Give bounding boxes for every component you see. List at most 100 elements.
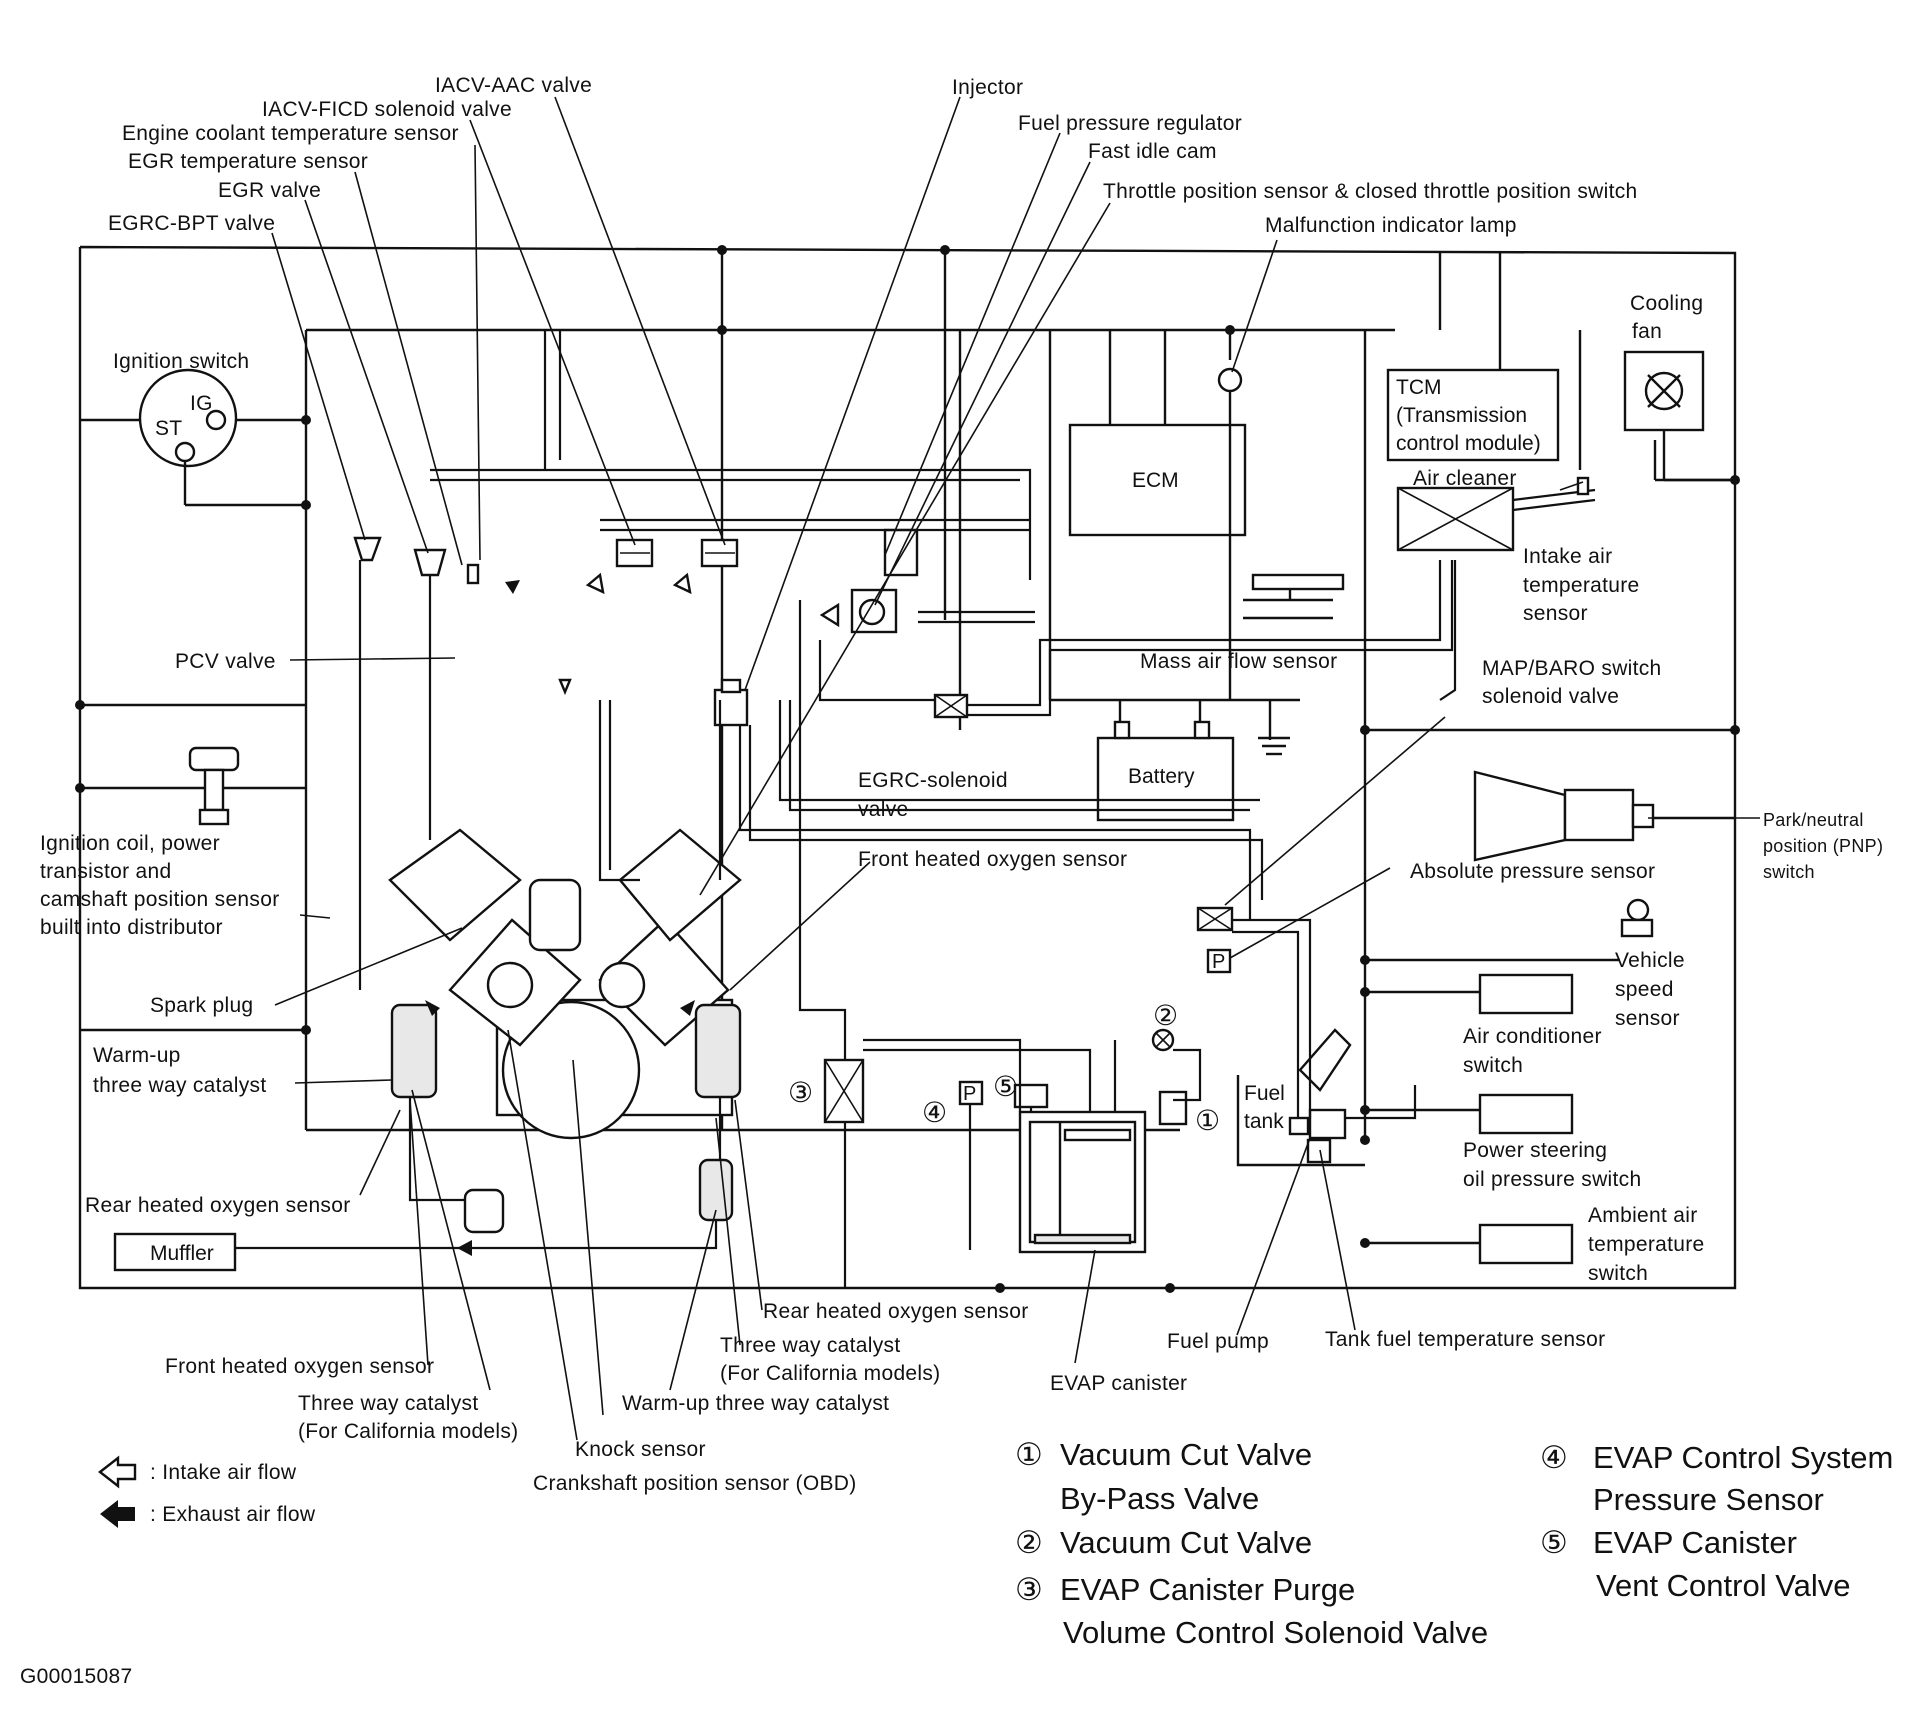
legend-1-line2: By-Pass Valve <box>1060 1481 1259 1516</box>
tcm-box: TCM (Transmission control module) <box>1386 368 1560 462</box>
evap-canister <box>1018 1110 1147 1254</box>
label-warm-up-catalyst-left-line2: three way catalyst <box>93 1074 266 1097</box>
tcm-label-line1: TCM <box>1396 376 1442 399</box>
battery: Battery <box>1096 720 1290 822</box>
label-ignition-switch: Ignition switch <box>113 350 249 373</box>
label-intake-air-temp-line3: sensor <box>1523 602 1588 625</box>
ecm-label: ECM <box>1132 469 1179 492</box>
label-power-steering-line1: Power steering <box>1463 1139 1607 1162</box>
label-intake-air-temp-line2: temperature <box>1523 574 1640 597</box>
label-pcv-valve: PCV valve <box>175 650 276 673</box>
flow-arrows <box>425 572 840 1256</box>
svg-text:P: P <box>963 1083 976 1105</box>
label-pnp-line1: Park/neutral <box>1763 810 1864 830</box>
legend-5-line2: Vent Control Valve <box>1596 1568 1850 1603</box>
label-egrc-solenoid-line2: valve <box>858 798 909 821</box>
label-fuel-pressure-regulator: Fuel pressure regulator <box>1018 112 1242 135</box>
label-engine-coolant-temperature-sensor: Engine coolant temperature sensor <box>122 122 459 145</box>
label-knock-sensor: Knock sensor <box>575 1438 706 1461</box>
malfunction-indicator-lamp <box>1217 367 1243 700</box>
ignition-switch: IG ST <box>138 368 238 505</box>
air-cleaner <box>1396 476 1596 552</box>
diagram-markers: ② ③ ④ ⑤ ① <box>788 1000 1220 1136</box>
marker-5: ⑤ <box>993 1071 1018 1102</box>
legend-4-marker: ④ <box>1540 1440 1568 1475</box>
label-vehicle-speed-line1: Vehicle <box>1615 949 1685 972</box>
legend-3-line1: EVAP Canister Purge <box>1060 1572 1355 1607</box>
iacv-valves <box>615 538 739 568</box>
flow-legend: : Intake air flow : Exhaust air flow <box>98 1455 316 1528</box>
absolute-pressure-sensor: P <box>1206 948 1232 974</box>
vacuum-hoses <box>430 330 1457 1288</box>
label-malfunction-indicator-lamp: Malfunction indicator lamp <box>1265 214 1517 237</box>
label-cooling-fan-line1: Cooling <box>1630 292 1703 315</box>
muffler: Muffler <box>113 1232 237 1272</box>
intake-flow-icon <box>98 1455 137 1489</box>
mass-air-flow-sensor <box>1243 573 1345 620</box>
legend-1-marker: ① <box>1015 1437 1043 1472</box>
label-air-conditioner-line2: switch <box>1463 1054 1523 1077</box>
exhaust-flow-icon <box>100 1500 135 1528</box>
label-map-baro-line1: MAP/BARO switch <box>1482 657 1662 680</box>
legend-4-line1: EVAP Control System <box>1593 1440 1893 1475</box>
muffler-label: Muffler <box>150 1242 214 1265</box>
label-ignition-coil-line2: transistor and <box>40 860 171 883</box>
legend-5-line1: EVAP Canister <box>1593 1525 1797 1560</box>
ignition-coil-distributor <box>188 746 240 826</box>
tcm-label-line3: control module) <box>1396 432 1541 455</box>
label-three-way-catalyst-left-line2: (For California models) <box>298 1420 518 1443</box>
label-egr-temperature-sensor: EGR temperature sensor <box>128 150 368 173</box>
label-mass-air-flow-sensor: Mass air flow sensor <box>1140 650 1337 673</box>
label-ignition-coil-line1: Ignition coil, power <box>40 832 220 855</box>
label-warm-up-catalyst-bottom: Warm-up three way catalyst <box>622 1392 889 1415</box>
label-crankshaft-position-sensor: Crankshaft position sensor (OBD) <box>533 1472 857 1495</box>
flow-legend-exhaust: : Exhaust air flow <box>150 1503 316 1526</box>
numbered-legend: ① Vacuum Cut Valve By-Pass Valve ② Vacuu… <box>1015 1437 1893 1650</box>
label-front-heated-oxygen-sensor-top: Front heated oxygen sensor <box>858 848 1127 871</box>
label-ignition-coil-line4: built into distributor <box>40 916 223 939</box>
evap-valves: P <box>823 1028 1188 1126</box>
component-labels: IACV-AAC valve IACV-FICD solenoid valve … <box>40 74 1883 1495</box>
label-power-steering-line2: oil pressure switch <box>1463 1168 1641 1191</box>
label-injector: Injector <box>952 76 1023 99</box>
label-pnp-line2: position (PNP) <box>1763 836 1883 856</box>
label-air-conditioner-line1: Air conditioner <box>1463 1025 1602 1048</box>
legend-1-line1: Vacuum Cut Valve <box>1060 1437 1312 1472</box>
label-fuel-pump: Fuel pump <box>1167 1330 1269 1353</box>
label-spark-plug: Spark plug <box>150 994 253 1017</box>
marker-2: ② <box>1153 1000 1178 1031</box>
label-three-way-catalyst-right-line1: Three way catalyst <box>720 1334 900 1357</box>
label-pnp-line3: switch <box>1763 862 1815 882</box>
label-vehicle-speed-line2: speed <box>1615 978 1674 1001</box>
label-egr-valve: EGR valve <box>218 179 321 202</box>
label-air-cleaner: Air cleaner <box>1413 467 1517 490</box>
vehicle-speed-sensor <box>1620 898 1654 938</box>
leader-lines <box>271 96 1760 1441</box>
label-fast-idle-cam: Fast idle cam <box>1088 140 1217 163</box>
label-intake-air-temp-line1: Intake air <box>1523 545 1612 568</box>
tcm-label-line2: (Transmission <box>1396 404 1527 427</box>
label-ambient-air-line3: switch <box>1588 1262 1648 1285</box>
legend-2-marker: ② <box>1015 1525 1043 1560</box>
egrc-solenoid-valve <box>933 693 969 719</box>
fuel-tank: Fuel tank <box>1236 1028 1365 1167</box>
right-switch-boxes <box>1478 973 1574 1265</box>
label-vehicle-speed-line3: sensor <box>1615 1007 1680 1030</box>
engine-block <box>388 828 742 1140</box>
legend-5-marker: ⑤ <box>1540 1525 1568 1560</box>
absolute-pressure-sensor-p: P <box>1212 951 1225 973</box>
throttle-body <box>850 528 1035 634</box>
catalysts <box>235 1003 742 1250</box>
legend-2-line1: Vacuum Cut Valve <box>1060 1525 1312 1560</box>
marker-3: ③ <box>788 1077 813 1108</box>
label-iacv-ficd-solenoid-valve: IACV-FICD solenoid valve <box>262 98 512 121</box>
cooling-fan <box>1623 350 1735 482</box>
label-map-baro-line2: solenoid valve <box>1482 685 1619 708</box>
ecm-box: ECM <box>1068 423 1247 537</box>
label-egrc-solenoid-line1: EGRC-solenoid <box>858 769 1008 792</box>
legend-3-marker: ③ <box>1015 1572 1043 1607</box>
legend-3-line2: Volume Control Solenoid Valve <box>1063 1615 1488 1650</box>
label-ambient-air-line1: Ambient air <box>1588 1204 1698 1227</box>
transmission-pnp <box>1473 770 1655 862</box>
